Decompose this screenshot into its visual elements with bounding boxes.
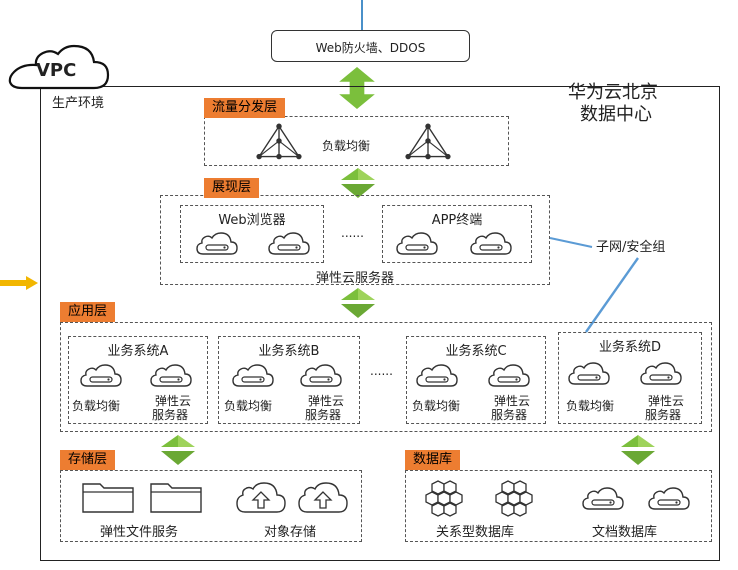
- system-name: 业务系统C: [445, 344, 507, 359]
- cloud-server-icon: [80, 362, 122, 388]
- system-lb-label: 负载均衡: [72, 399, 121, 413]
- system-ecs-label-2: 服务器: [491, 408, 528, 422]
- subnet-label: 子网/安全组: [596, 240, 666, 255]
- storage-layer-tag: 存储层: [60, 450, 116, 470]
- system-name: 业务系统D: [598, 340, 661, 355]
- uplink-line: [361, 0, 363, 30]
- system-lb-label: 负载均衡: [412, 399, 461, 413]
- business-system-a: [68, 336, 208, 424]
- entry-arrow-icon: [0, 276, 38, 290]
- vpc-container: [40, 86, 720, 561]
- cloud-server-icon: [488, 362, 530, 388]
- system-ecs-label-2: 服务器: [152, 408, 189, 422]
- web-browser-group: [180, 205, 324, 263]
- arrow-application-storage: [160, 434, 196, 466]
- system-name: 业务系统B: [258, 344, 320, 359]
- application-layer: [60, 322, 712, 432]
- env-label: 生产环境: [52, 96, 105, 111]
- relational-db-icon: [422, 478, 466, 518]
- cloud-server-icon: [648, 485, 690, 511]
- firewall-label: Web防火墙、DDOS: [315, 41, 426, 55]
- storage-object-label: 对象存储: [264, 525, 317, 540]
- presentation-ecs-label: 弹性云服务器: [315, 271, 394, 286]
- business-system-d: [558, 332, 702, 424]
- folder-icon: [150, 481, 202, 513]
- application-layer-tag: 应用层: [60, 302, 116, 322]
- database-document-label: 文档数据库: [592, 525, 658, 540]
- folder-icon: [82, 481, 134, 513]
- vpc-cloud: [8, 44, 110, 90]
- upload-cloud-icon: [236, 480, 286, 514]
- database-layer: [405, 470, 712, 542]
- system-lb-label: 负载均衡: [566, 399, 615, 413]
- database-relational-label: 关系型数据库: [436, 525, 515, 540]
- cloud-server-icon: [640, 360, 682, 386]
- traffic-layer: [204, 116, 509, 166]
- system-ecs-label-2: 服务器: [305, 408, 342, 422]
- upload-cloud-icon: [298, 480, 348, 514]
- cloud-server-icon: [150, 362, 192, 388]
- cloud-server-icon: [232, 362, 274, 388]
- arrow-application-database: [620, 434, 656, 466]
- presentation-layer-tag: 展现层: [204, 178, 260, 198]
- cloud-server-icon: [300, 362, 342, 388]
- datacenter-line1: 华为云北京: [568, 82, 658, 103]
- traffic-lb-label: 负载均衡: [322, 139, 371, 153]
- traffic-layer-tag: 流量分发层: [204, 98, 286, 118]
- presentation-ellipsis: ......: [341, 226, 364, 240]
- system-name: 业务系统A: [107, 344, 169, 359]
- system-lb-label: 负载均衡: [224, 399, 273, 413]
- cloud-server-icon: [416, 362, 458, 388]
- application-ellipsis: ......: [370, 364, 393, 378]
- cloud-server-icon: [568, 360, 610, 386]
- business-system-b: [218, 336, 360, 424]
- datacenter-line2: 数据中心: [580, 104, 652, 125]
- system-ecs-label-1: 弹性云: [494, 394, 531, 408]
- system-ecs-label-1: 弹性云: [648, 394, 685, 408]
- business-system-c: [406, 336, 546, 424]
- system-ecs-label-2: 服务器: [645, 408, 682, 422]
- database-layer-tag: 数据库: [405, 450, 461, 470]
- web-browser-label: Web浏览器: [218, 213, 286, 228]
- cloud-server-icon: [582, 485, 624, 511]
- app-terminal-label: APP终端: [431, 213, 483, 228]
- app-terminal-group: [382, 205, 532, 263]
- system-ecs-label-1: 弹性云: [155, 394, 192, 408]
- vpc-label: VPC: [36, 60, 77, 81]
- firewall-box: Web防火墙、DDOS: [271, 30, 470, 62]
- system-ecs-label-1: 弹性云: [308, 394, 345, 408]
- storage-layer: [60, 470, 362, 542]
- presentation-layer: [160, 195, 550, 285]
- storage-file-label: 弹性文件服务: [100, 525, 179, 540]
- relational-db-icon: [492, 478, 536, 518]
